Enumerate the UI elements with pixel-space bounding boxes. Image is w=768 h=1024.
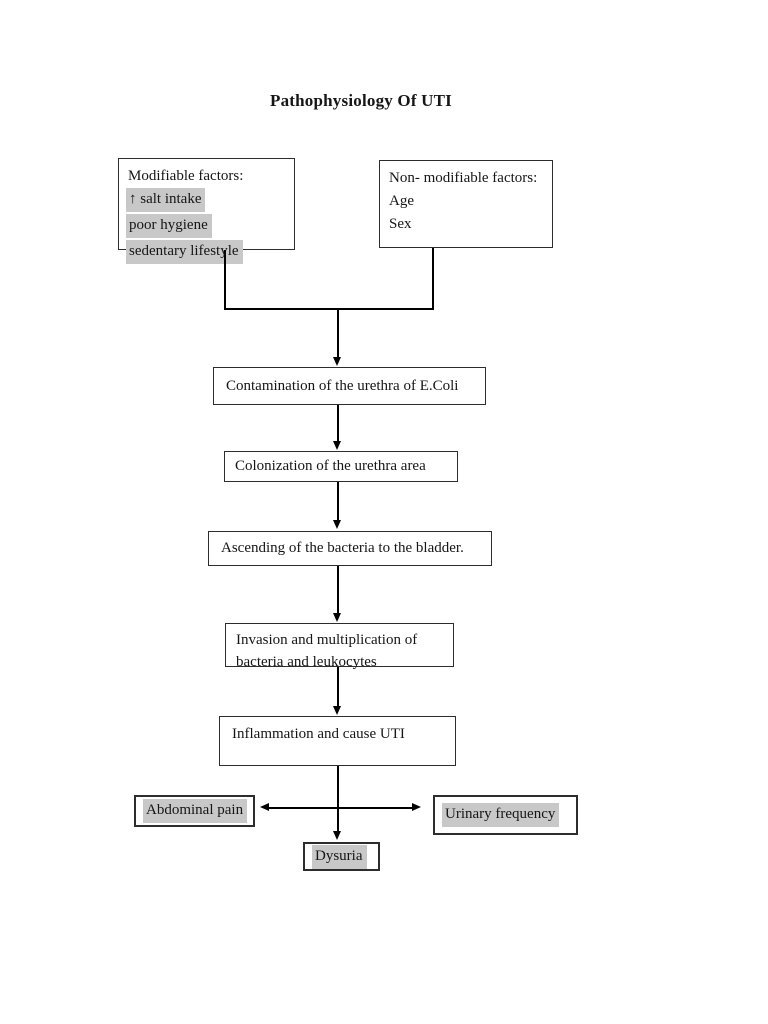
factor-salt-intake: ↑ salt intake	[126, 188, 206, 212]
arrowhead-down-icon	[333, 357, 341, 366]
factor-sedentary-lifestyle: sedentary lifestyle	[126, 240, 243, 264]
modifiable-factors-box: Modifiable factors: ↑ salt intake poor h…	[118, 158, 295, 264]
arrowhead-right-icon	[412, 803, 421, 811]
flow-step-label: Ascending of the bacteria to the bladder…	[221, 540, 464, 556]
flow-step-ascending: Ascending of the bacteria to the bladder…	[208, 531, 492, 566]
symptom-label: Dysuria	[312, 844, 367, 869]
flow-step-invasion: Invasion and multiplication of bacteria …	[225, 623, 454, 670]
symptom-urinary-frequency-box: Urinary frequency	[433, 795, 578, 835]
connector-line	[337, 667, 339, 707]
factor-sex: Sex	[389, 216, 412, 232]
symptom-label: Abdominal pain	[143, 799, 248, 823]
factor-row: sedentary lifestyle	[126, 240, 287, 264]
connector-line	[337, 482, 339, 521]
symptom-abdominal-pain-box: Abdominal pain	[134, 795, 255, 827]
symptom-dysuria-box: Dysuria	[303, 842, 380, 871]
connector-line	[337, 766, 339, 832]
connector-line	[267, 807, 415, 809]
factor-poor-hygiene: poor hygiene	[126, 214, 212, 238]
connector-line	[337, 566, 339, 613]
connector-line	[337, 405, 339, 442]
connector-line	[224, 250, 226, 308]
flow-step-label: Inflammation and cause UTI	[232, 726, 405, 742]
flow-step-contamination: Contamination of the urethra of E.Coli	[213, 367, 486, 405]
flow-step-label: Contamination of the urethra of E.Coli	[226, 377, 459, 394]
arrowhead-down-icon	[333, 613, 341, 622]
factor-row: poor hygiene	[126, 214, 287, 238]
flow-step-colonization: Colonization of the urethra area	[224, 451, 458, 482]
arrowhead-down-icon	[333, 706, 341, 715]
arrowhead-down-icon	[333, 831, 341, 840]
arrowhead-down-icon	[333, 441, 341, 450]
connector-line	[224, 308, 434, 310]
connector-line	[432, 248, 434, 308]
page-title: Pathophysiology Of UTI	[270, 91, 452, 110]
factor-age: Age	[389, 193, 414, 209]
non-modifiable-factors-box: Non- modifiable factors: Age Sex	[379, 160, 553, 248]
connector-line	[337, 308, 339, 358]
arrowhead-down-icon	[333, 520, 341, 529]
flow-step-label: Invasion and multiplication of bacteria …	[236, 632, 418, 670]
factor-row: ↑ salt intake	[126, 188, 287, 212]
flow-step-inflammation: Inflammation and cause UTI	[219, 716, 456, 766]
modifiable-factors-heading: Modifiable factors:	[128, 168, 244, 184]
symptom-label: Urinary frequency	[442, 803, 560, 827]
non-modifiable-factors-heading: Non- modifiable factors:	[389, 170, 538, 186]
flow-step-label: Colonization of the urethra area	[235, 458, 426, 474]
arrowhead-left-icon	[260, 803, 269, 811]
